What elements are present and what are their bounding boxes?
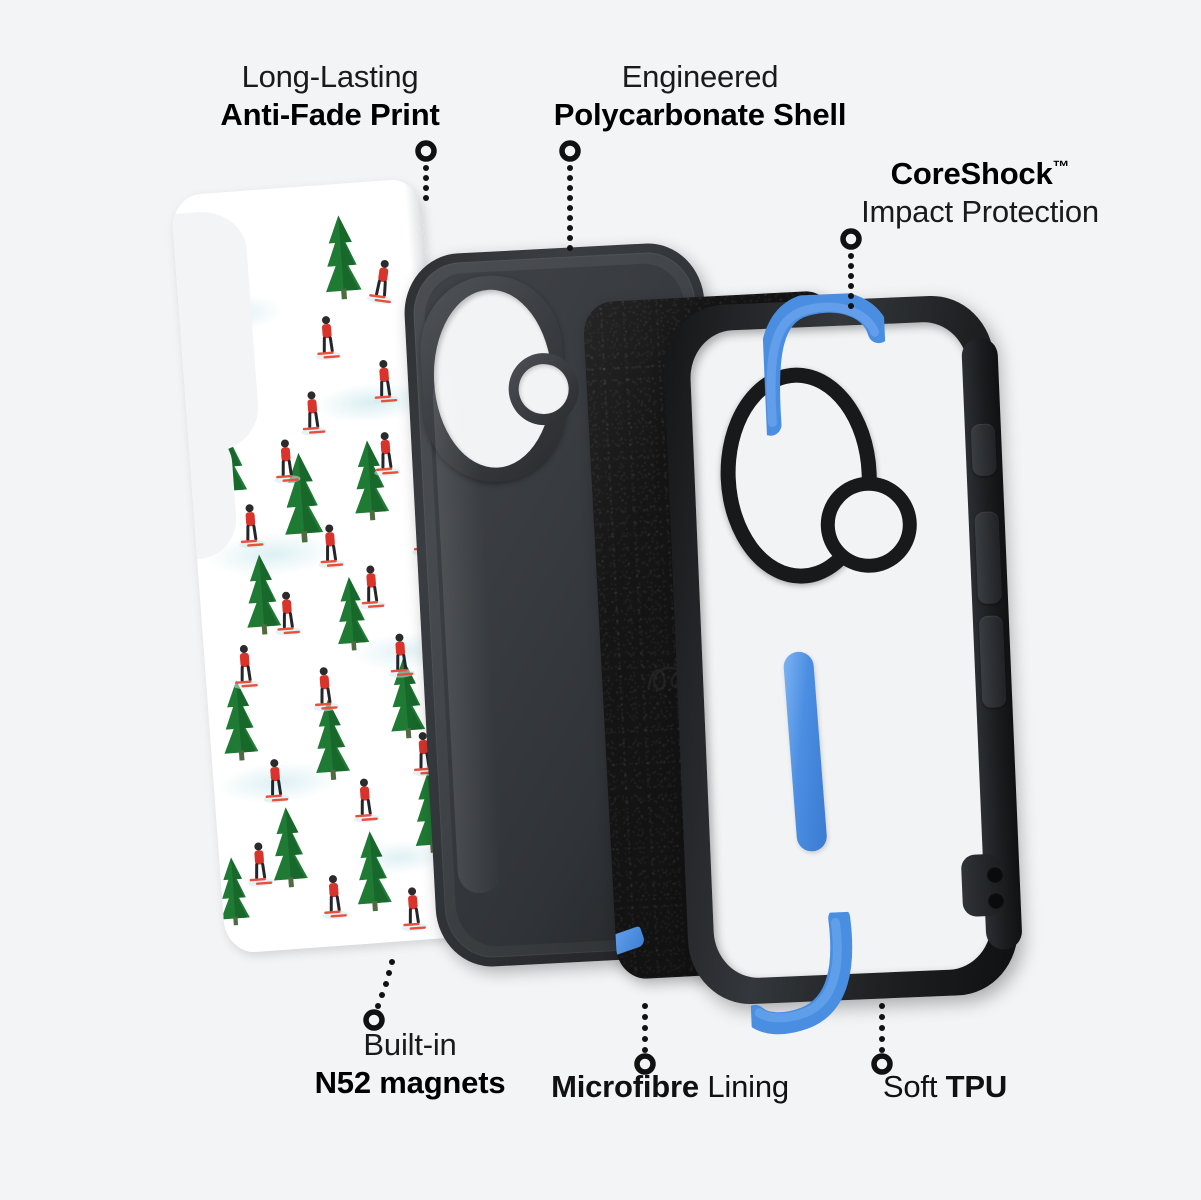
callout-coreshock-name: CoreShock [890, 156, 1053, 191]
coreshock-cushion-bottom [747, 911, 853, 1035]
callout-magnets-line2: N52 magnets [314, 1064, 506, 1100]
callout-coreshock-line2: Impact Protection [861, 193, 1099, 229]
leader-line-coreshock [831, 228, 871, 326]
leader-line-shell [550, 140, 590, 260]
leader-line-print [406, 140, 446, 204]
flash-cutout [517, 362, 570, 416]
volume-down-button-cover [978, 615, 1007, 709]
action-button-cover [970, 423, 997, 477]
leader-line-magnets [352, 956, 400, 1031]
leader-line-microfibre [625, 1000, 665, 1075]
callout-polycarbonate-shell: Engineered Polycarbonate Shell [470, 58, 930, 134]
callout-microfibre-bold: Microfibre [551, 1069, 699, 1104]
callout-magnets-line1: Built-in [363, 1027, 457, 1062]
callout-shell-line1: Engineered [621, 59, 779, 94]
callout-coreshock-line1: CoreShock™ [800, 155, 1160, 193]
callout-tpu-regular: Soft [882, 1069, 938, 1104]
tpu-bumper [661, 291, 1023, 1035]
tpu-frame [661, 291, 1023, 1035]
callout-tpu-bold: TPU [945, 1069, 1008, 1104]
leader-line-tpu [862, 1000, 902, 1075]
volume-up-button-cover [974, 511, 1003, 605]
callout-print-line1: Long-Lasting [241, 59, 419, 94]
callout-microfibre-regular: Lining [707, 1069, 789, 1104]
coreshock-cushion-top [761, 291, 889, 436]
callout-coreshock: CoreShock™ Impact Protection [800, 155, 1160, 231]
callout-shell-line2: Polycarbonate Shell [553, 96, 847, 132]
callout-anti-fade-print: Long-Lasting Anti-Fade Print [120, 58, 540, 134]
callout-n52-magnets: Built-in N52 magnets [230, 1026, 590, 1102]
callout-microfibre-lining: Microfibre Lining [480, 1068, 860, 1106]
trademark-symbol: ™ [1052, 157, 1070, 177]
callout-soft-tpu: Soft TPU [790, 1068, 1100, 1106]
callout-print-line2: Anti-Fade Print [220, 96, 440, 132]
